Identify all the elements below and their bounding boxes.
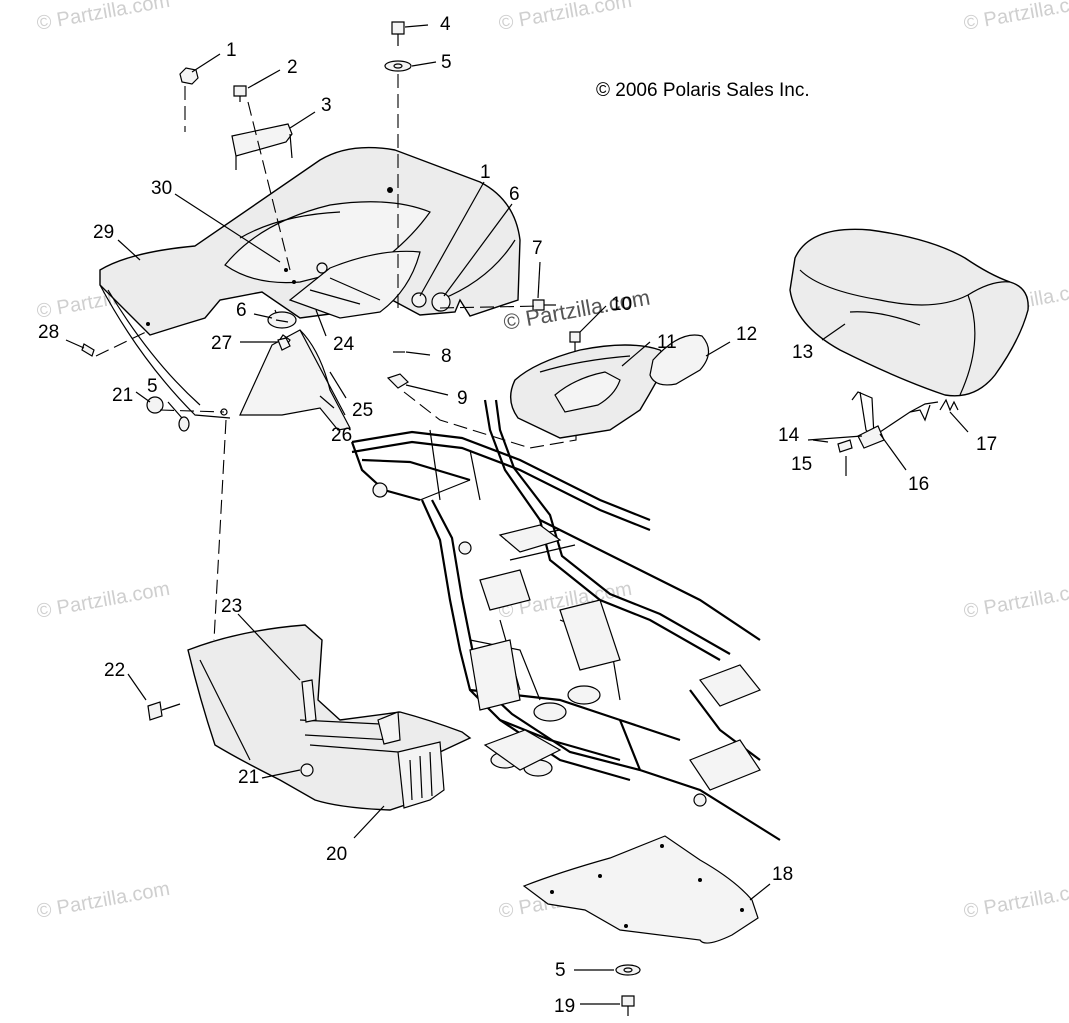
watermark: © Partzilla.com	[962, 878, 1069, 923]
callout-10: 10	[611, 294, 632, 315]
callout-7: 7	[532, 238, 543, 259]
callout-25: 25	[352, 400, 373, 421]
callout-20: 20	[326, 844, 347, 865]
callout-17: 17	[976, 434, 997, 455]
leader-lines	[65, 24, 969, 1005]
callout-13: 13	[792, 342, 813, 363]
callout-23: 23	[221, 596, 242, 617]
callout-9: 9	[457, 388, 468, 409]
watermark: © Partzilla.com	[35, 0, 172, 35]
callout-8: 8	[441, 346, 452, 367]
seat-latch-part	[837, 391, 959, 476]
callout-5c: 5	[555, 960, 566, 981]
watermark: © Partzilla.com	[35, 578, 172, 623]
watermark-layer: © Partzilla.com © Partzilla.com © Partzi…	[35, 0, 1069, 923]
callout-27: 27	[211, 333, 232, 354]
callout-11: 11	[657, 332, 677, 353]
callout-24: 24	[333, 334, 355, 355]
callout-labels: 1 2 3 4 5 30 1 6 29 7 10 28 6 27 24 8 21…	[38, 14, 997, 1017]
storage-box-part	[510, 334, 710, 439]
callout-5: 5	[441, 52, 452, 73]
assembly-guides	[95, 74, 577, 641]
callout-1: 1	[226, 40, 237, 61]
vehicle-frame-part	[350, 399, 781, 841]
callout-16: 16	[908, 474, 929, 495]
splash-panel-part	[239, 311, 351, 431]
watermark: © Partzilla.com	[497, 0, 634, 35]
callout-12: 12	[736, 324, 757, 345]
callout-14: 14	[778, 425, 800, 446]
callout-30: 30	[151, 178, 172, 199]
callout-19: 19	[554, 996, 575, 1017]
callout-1b: 1	[480, 162, 491, 183]
callout-18: 18	[772, 864, 793, 885]
callout-6b: 6	[236, 300, 247, 321]
watermark: © Partzilla.com	[962, 578, 1069, 623]
callout-15: 15	[791, 454, 812, 475]
callout-29: 29	[93, 222, 114, 243]
watermark: © Partzilla.com	[35, 878, 172, 923]
callout-4: 4	[440, 14, 451, 35]
callout-3: 3	[321, 95, 332, 116]
rear-fender-part	[99, 146, 521, 419]
callout-22: 22	[104, 660, 125, 681]
callout-5b: 5	[147, 376, 158, 397]
callout-6: 6	[509, 184, 520, 205]
seat-part	[789, 228, 1029, 397]
bottom-hardware	[615, 964, 641, 1016]
callout-21: 21	[112, 385, 133, 406]
callout-2: 2	[287, 57, 298, 78]
callout-26: 26	[331, 425, 352, 446]
callout-21b: 21	[238, 767, 259, 788]
footwell-part	[147, 624, 472, 811]
copyright-text: © 2006 Polaris Sales Inc.	[596, 80, 810, 101]
skid-plate-part	[522, 835, 759, 944]
watermark: © Partzilla.com	[962, 0, 1069, 35]
callout-28: 28	[38, 322, 59, 343]
